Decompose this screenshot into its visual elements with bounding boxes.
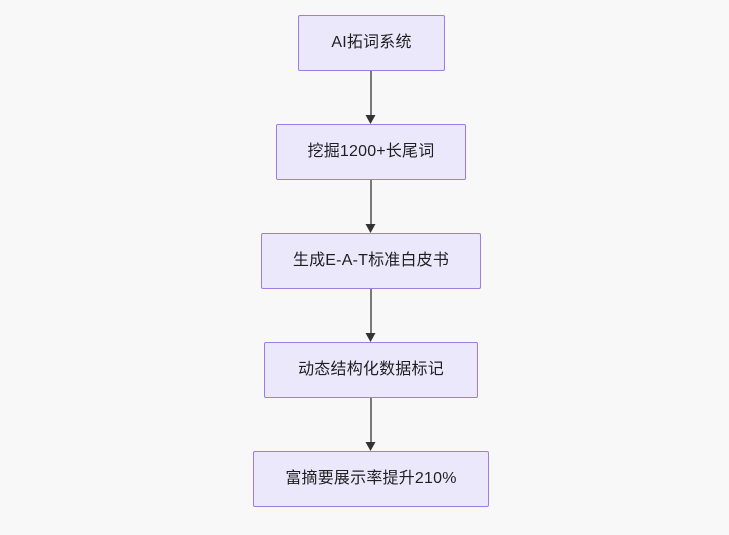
flow-edge-3-4-arrowhead [365, 333, 376, 342]
flow-node-5-label: 富摘要展示率提升210% [285, 470, 457, 488]
flow-node-4[interactable]: 动态结构化数据标记 [264, 342, 478, 398]
flow-edge-1-2-arrowhead [365, 115, 376, 124]
flow-edge-1-2-line [370, 71, 372, 115]
flow-node-1-label: AI拓词系统 [331, 34, 412, 52]
flow-edge-3-4-line [370, 289, 372, 333]
flow-edge-4-5-arrowhead [365, 442, 376, 451]
flow-node-2[interactable]: 挖掘1200+长尾词 [276, 124, 466, 180]
flow-edge-2-3-line [370, 180, 372, 224]
flow-node-5[interactable]: 富摘要展示率提升210% [253, 451, 489, 507]
flow-node-3-label: 生成E-A-T标准白皮书 [292, 252, 450, 270]
flow-node-4-label: 动态结构化数据标记 [298, 361, 444, 379]
flow-edge-4-5-line [370, 398, 372, 442]
flow-edge-2-3-arrowhead [365, 224, 376, 233]
flow-node-1[interactable]: AI拓词系统 [298, 15, 445, 71]
flow-node-3[interactable]: 生成E-A-T标准白皮书 [261, 233, 481, 289]
flow-node-2-label: 挖掘1200+长尾词 [307, 143, 435, 161]
